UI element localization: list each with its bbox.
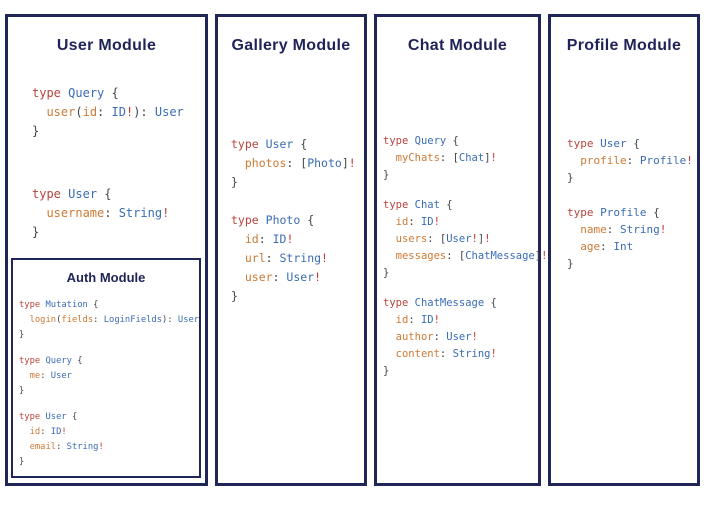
chat-module-title: Chat Module	[407, 37, 508, 54]
code-block: type Query { me: User}	[19, 354, 199, 399]
code-line: author: User!	[395, 331, 478, 343]
code-line: }	[32, 225, 40, 239]
auth-module-title: Auth Module	[66, 270, 146, 285]
code-block: type Query { user(id: ID!): User}	[32, 84, 205, 141]
code-line: username: String!	[46, 206, 170, 220]
user-module-panel: User Module type Query { user(id: ID!): …	[5, 14, 208, 486]
code-line: type User {	[19, 412, 78, 422]
code-line: id: ID!	[29, 427, 67, 437]
code-block: type Chat { id: ID! users: [User!]! mess…	[383, 197, 548, 282]
auth-module-panel: Auth Module type Mutation { login(fields…	[11, 258, 201, 478]
code-block: type User { profile: Profile!}	[567, 135, 697, 186]
chat-module-panel: Chat Module type Query { myChats: [Chat]…	[374, 14, 548, 486]
code-line: user: User!	[244, 270, 322, 284]
code-line: type ChatMessage {	[383, 297, 497, 309]
gallery-module-title: Gallery Module	[231, 37, 351, 54]
code-line: user(id: ID!): User	[46, 105, 184, 119]
code-line: type Photo {	[231, 213, 315, 227]
code-line: }	[231, 175, 238, 189]
code-line: id: ID!	[244, 232, 294, 246]
code-block: type User { id: ID! email: String!}	[19, 410, 199, 470]
code-block: type ChatMessage { id: ID! author: User!…	[383, 295, 538, 380]
code-line: messages: [ChatMessage]!	[395, 250, 548, 262]
code-line: type Mutation {	[19, 300, 99, 310]
code-line: photos: [Photo]!	[244, 156, 356, 170]
code-block: type Profile { name: String! age: Int}	[567, 204, 697, 272]
code-line: type Profile {	[567, 206, 660, 219]
code-block: type User { photos: [Photo]!}	[231, 135, 364, 192]
code-line: users: [User!]!	[395, 233, 491, 245]
chat-module-code: type Query { myChats: [Chat]!}type Chat …	[383, 133, 548, 380]
gallery-module-panel: Gallery Module type User { photos: [Phot…	[215, 14, 367, 486]
code-line: age: Int	[580, 240, 634, 253]
code-line: content: String!	[395, 348, 497, 360]
code-line: id: ID!	[395, 314, 440, 326]
code-line: }	[19, 457, 25, 467]
code-line: myChats: [Chat]!	[395, 152, 497, 164]
code-line: type Query {	[19, 356, 83, 366]
user-module-title: User Module	[56, 37, 157, 54]
code-line: type User {	[32, 187, 112, 201]
code-line: email: String!	[29, 442, 104, 452]
code-line: type User {	[231, 137, 308, 151]
code-line: }	[19, 330, 25, 340]
code-line: }	[567, 257, 574, 270]
code-line: type Query {	[383, 135, 459, 147]
code-line: }	[383, 169, 390, 181]
gallery-module-code: type User { photos: [Photo]!}type Photo …	[231, 135, 364, 306]
code-line: type Query {	[32, 86, 119, 100]
profile-module-panel: Profile Module type User { profile: Prof…	[548, 14, 700, 486]
code-line: me: User	[29, 371, 72, 381]
code-line: login(fields: LoginFields): User	[29, 315, 200, 325]
code-line: }	[383, 365, 390, 377]
code-block: type Photo { id: ID! url: String! user: …	[231, 211, 364, 306]
code-line: }	[32, 124, 40, 138]
code-line: name: String!	[580, 223, 667, 236]
code-line: type User {	[567, 137, 640, 150]
code-line: url: String!	[244, 251, 328, 265]
profile-module-code: type User { profile: Profile!}type Profi…	[567, 135, 697, 272]
code-line: profile: Profile!	[580, 154, 693, 167]
code-line: type Chat {	[383, 199, 453, 211]
code-block: type User { username: String!}	[32, 185, 205, 242]
code-line: }	[231, 289, 238, 303]
code-block: type Query { myChats: [Chat]!}	[383, 133, 538, 184]
code-block: type Mutation { login(fields: LoginField…	[19, 298, 199, 343]
user-module-code: type Query { user(id: ID!): User}type Us…	[32, 84, 205, 242]
code-line: }	[19, 386, 25, 396]
auth-module-code: type Mutation { login(fields: LoginField…	[19, 298, 199, 470]
code-line: }	[383, 267, 390, 279]
code-line: }	[567, 171, 574, 184]
code-line: id: ID!	[395, 216, 440, 228]
profile-module-title: Profile Module	[566, 37, 682, 54]
